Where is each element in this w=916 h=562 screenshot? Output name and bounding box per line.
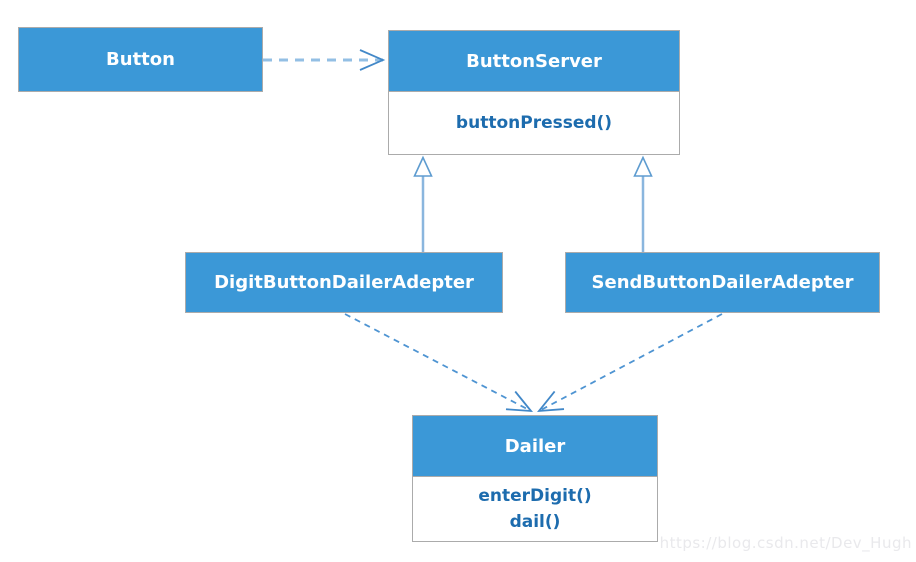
generalization-triangle-left [413, 155, 433, 177]
watermark-text: https://blog.csdn.net/Dev_Hugh [659, 534, 912, 552]
class-methods: buttonPressed() [389, 92, 679, 154]
class-node-button: Button [18, 27, 263, 92]
class-node-dailer: Dailer enterDigit() dail() [412, 415, 658, 542]
class-methods: enterDigit() dail() [413, 477, 657, 541]
edge-sendadapter-to-dailer [537, 313, 723, 413]
class-node-buttonserver: ButtonServer buttonPressed() [388, 30, 680, 155]
class-node-digitadapter: DigitButtonDailerAdepter [185, 252, 503, 313]
class-title: ButtonServer [389, 31, 679, 92]
method-label: enterDigit() [478, 486, 592, 506]
edge-digitadapter-to-dailer [344, 313, 534, 413]
class-title: SendButtonDailerAdepter [566, 253, 879, 312]
class-title: Dailer [413, 416, 657, 477]
method-label: dail() [509, 512, 561, 532]
class-node-sendadapter: SendButtonDailerAdepter [565, 252, 880, 313]
generalization-triangle-right [633, 155, 653, 177]
class-title: Button [19, 28, 262, 91]
class-title: DigitButtonDailerAdepter [186, 253, 502, 312]
method-label: buttonPressed() [455, 113, 613, 133]
